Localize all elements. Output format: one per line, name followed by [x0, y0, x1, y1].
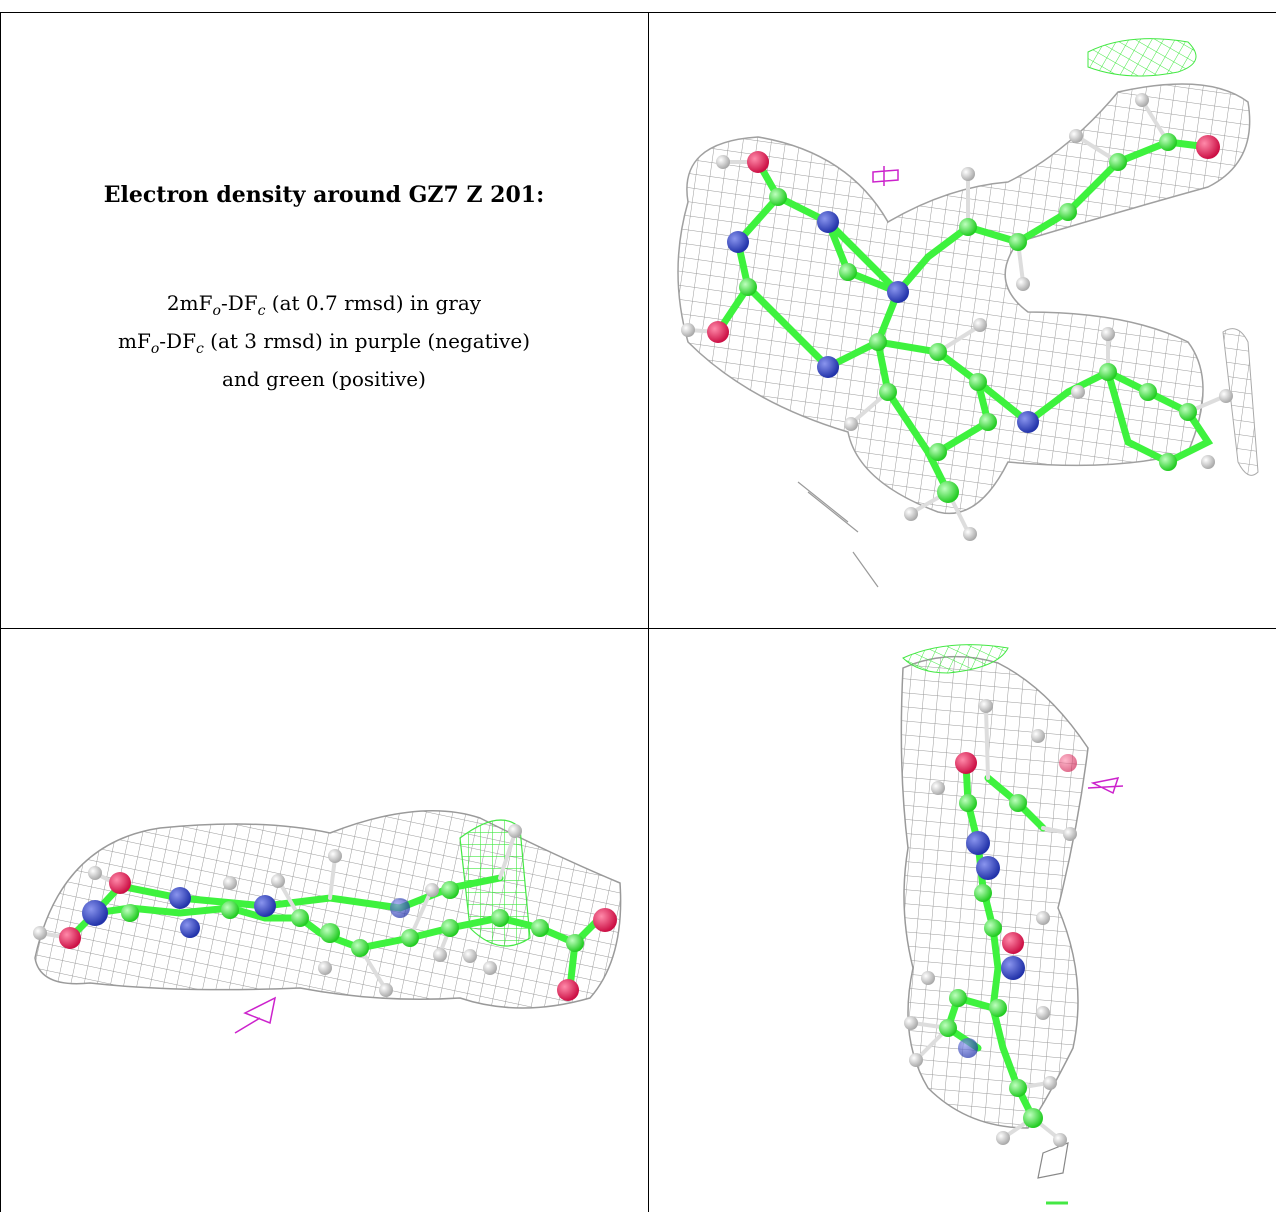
caption-title: Electron density around GZ7 Z 201: [103, 182, 545, 208]
molecule-image-top [677, 38, 1259, 588]
atoms-end [904, 699, 1077, 1147]
molecule-image-end [900, 644, 1124, 1205]
caption-line-purple: mFo-DFc (at 3 rmsd) in purple (negative) [118, 329, 530, 357]
molecule-image-side [33, 810, 622, 1034]
caption-line-gray: 2mFo-DFc (at 0.7 rmsd) in gray [166, 291, 482, 319]
caption-legend: 2mFo-DFc (at 0.7 rmsd) in gray mFo-DFc (… [0, 288, 648, 394]
figure-table: Electron density around GZ7 Z 201: 2mFo-… [0, 12, 1276, 1212]
atoms-side [33, 824, 617, 1001]
density-view-top [648, 12, 1276, 628]
table-top-border [0, 12, 1276, 13]
caption-cell: Electron density around GZ7 Z 201: 2mFo-… [0, 12, 648, 628]
table-middle-border [0, 628, 1276, 629]
density-view-side [0, 628, 648, 1212]
density-view-end [648, 628, 1276, 1212]
caption-line-green: and green (positive) [222, 367, 426, 391]
table-left-border [0, 12, 1, 1212]
atoms-top [681, 93, 1233, 541]
table-center-border [648, 12, 649, 1212]
